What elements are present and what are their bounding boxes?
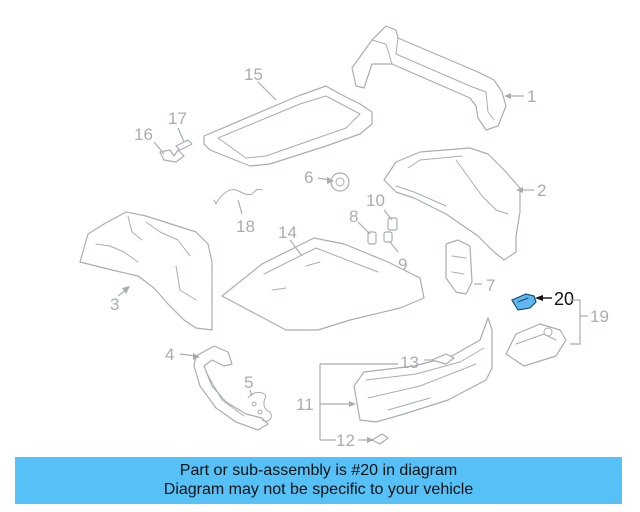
callout-5: 5 [244, 373, 253, 392]
callout-20: 20 [554, 289, 574, 309]
callout-11: 11 [296, 395, 314, 414]
part-12-clip [371, 433, 389, 445]
part-7-cover [445, 239, 473, 295]
part-13-clip [431, 353, 455, 365]
arrowhead-12 [367, 437, 374, 443]
leader-9 [389, 241, 399, 253]
leader-5 [249, 389, 253, 397]
callout-10: 10 [366, 191, 385, 210]
arrowhead-2 [516, 187, 523, 193]
part-4-side-trim [193, 345, 269, 431]
leader-18 [237, 199, 243, 215]
part-1-upper-trim [351, 25, 507, 131]
arrowhead-20 [535, 295, 543, 301]
arrowhead-4 [193, 353, 200, 360]
callout-7: 7 [486, 276, 495, 295]
callout-4: 4 [165, 345, 174, 364]
part-10-fastener [387, 217, 398, 231]
callout-14: 14 [278, 223, 297, 242]
callout-18: 18 [236, 217, 255, 236]
part-9-fastener [383, 231, 393, 243]
callout-1: 1 [527, 87, 536, 106]
callout-2: 2 [537, 181, 546, 200]
banner-line-2: Diagram may not be specific to your vehi… [163, 481, 474, 498]
part-18-cable [213, 188, 263, 205]
part-11-sill-panel [353, 317, 493, 423]
part-2-quarter-trim [383, 147, 521, 261]
callout-13: 13 [400, 353, 419, 372]
callout-16: 16 [134, 125, 153, 144]
part-15-package-tray [203, 85, 373, 167]
part-3-quarter-trim [79, 211, 213, 331]
arrowhead-11 [349, 401, 356, 407]
part-5-weatherstrip [247, 391, 272, 422]
leader-17 [177, 127, 185, 143]
arrowhead-6 [327, 177, 334, 184]
callout-3: 3 [110, 295, 119, 314]
leader-8 [357, 221, 371, 235]
arrowhead-3 [122, 286, 130, 294]
leader-14 [289, 239, 303, 257]
callout-8: 8 [349, 207, 358, 226]
callout-9: 9 [398, 255, 407, 274]
arrowhead-1 [504, 93, 511, 99]
callout-19: 19 [590, 307, 609, 326]
leader-16 [153, 141, 165, 155]
callout-17: 17 [168, 109, 187, 128]
info-banner: Part or sub-assembly is #20 in diagram D… [15, 457, 622, 504]
part-16-clip [159, 149, 185, 163]
leader-15 [257, 81, 277, 101]
part-6-grommet [330, 172, 350, 192]
callout-6: 6 [304, 168, 313, 187]
banner-line-1: Part or sub-assembly is #20 in diagram [179, 462, 458, 479]
part-14-floor-mat [221, 237, 425, 331]
leader-19-bracket [570, 299, 581, 345]
callout-12: 12 [336, 431, 355, 450]
part-20-highlighted [511, 293, 537, 311]
leader-10 [383, 209, 393, 221]
part-8-fastener [367, 231, 377, 245]
part-19-lamp-housing [505, 323, 567, 367]
callout-15: 15 [244, 65, 263, 84]
